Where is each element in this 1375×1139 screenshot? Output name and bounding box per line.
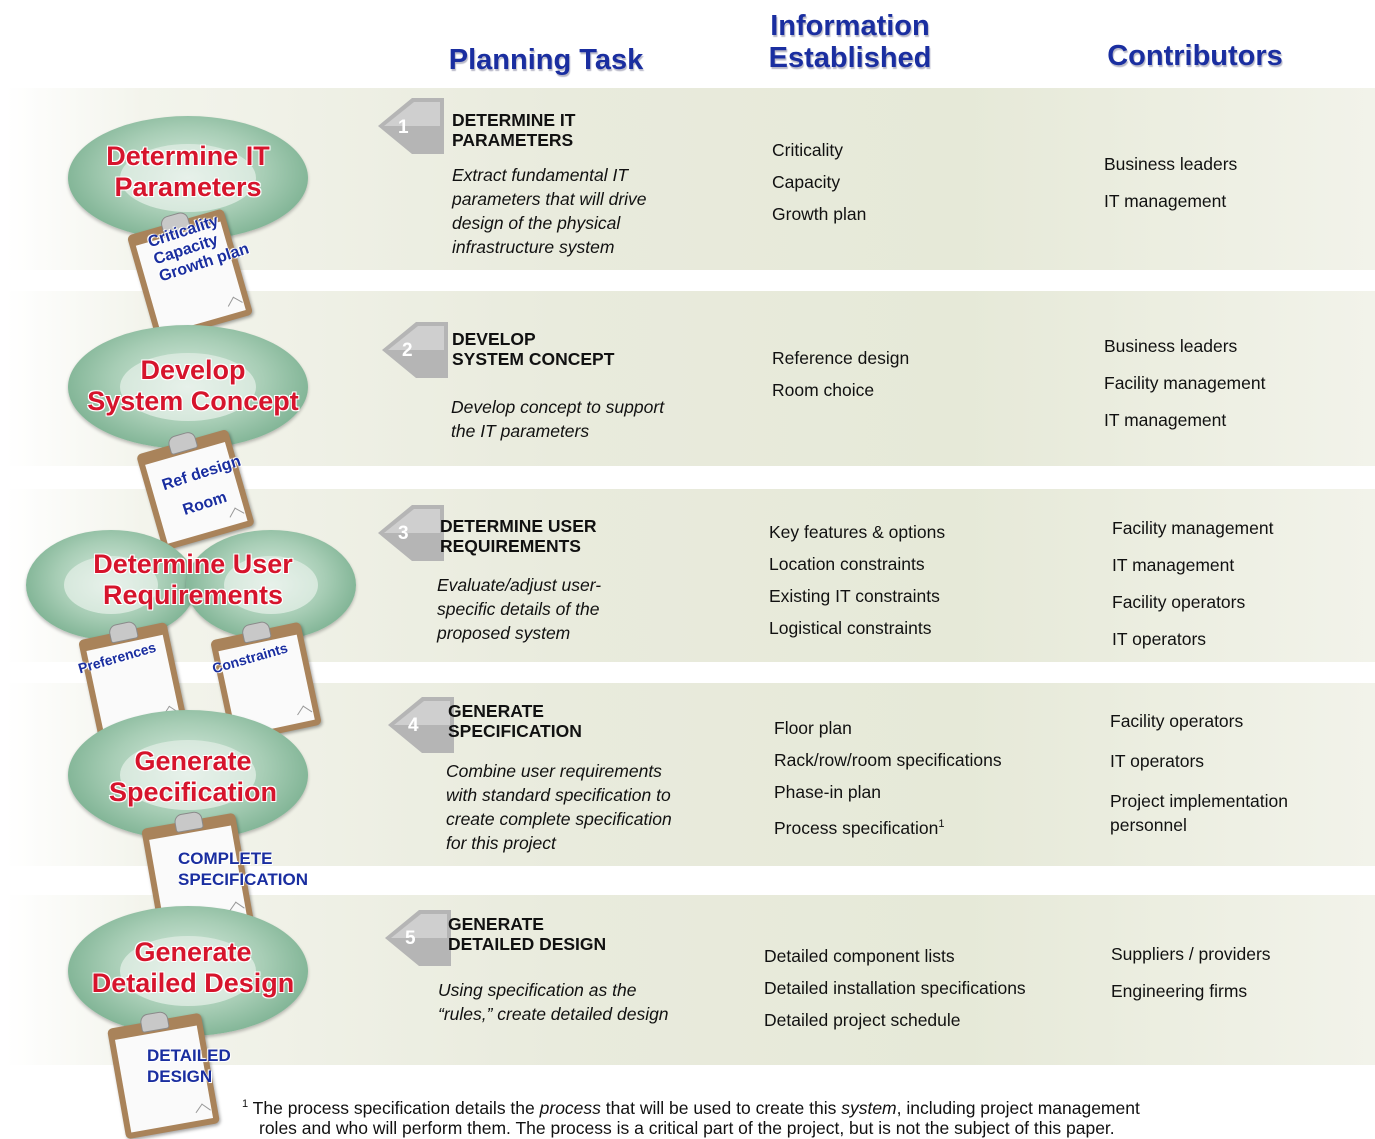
planning-task-header: Planning Task — [448, 44, 644, 76]
cycle-ring-icon — [186, 530, 356, 640]
step-arrow-icon — [378, 505, 444, 561]
step-number: 4 — [408, 715, 419, 736]
task-description: Evaluate/adjust user-specific details of… — [437, 575, 602, 643]
information-established-header: Information Established — [740, 10, 960, 74]
contributors-list: Facility operators IT operators Project … — [1110, 711, 1288, 835]
cycle-ring-icon — [26, 530, 196, 640]
step-number: 2 — [402, 340, 413, 361]
task-description: Using specification as the“rules,” creat… — [438, 980, 669, 1024]
cycle-ring-icon — [68, 325, 308, 449]
step-arrow-icon — [385, 910, 451, 966]
step-number: 1 — [398, 117, 409, 138]
step-arrow-icon — [378, 98, 444, 154]
footnote-marker: 1 — [938, 818, 945, 830]
clipboard-5-text: DETAILED DESIGN — [147, 1046, 231, 1086]
contributors-header: Contributors — [1107, 40, 1283, 72]
information-header-line-2: Established — [768, 42, 932, 74]
step-number: 5 — [405, 928, 416, 949]
step-number: 3 — [398, 523, 409, 544]
information-header-line-1: Information — [770, 10, 930, 42]
clipboard-4-text: COMPLETE SPECIFICATION — [178, 849, 309, 889]
footnote: 1 The process specification details the … — [242, 1097, 1140, 1138]
step-arrow-icon — [382, 322, 448, 378]
step-arrow-icon — [388, 697, 454, 753]
